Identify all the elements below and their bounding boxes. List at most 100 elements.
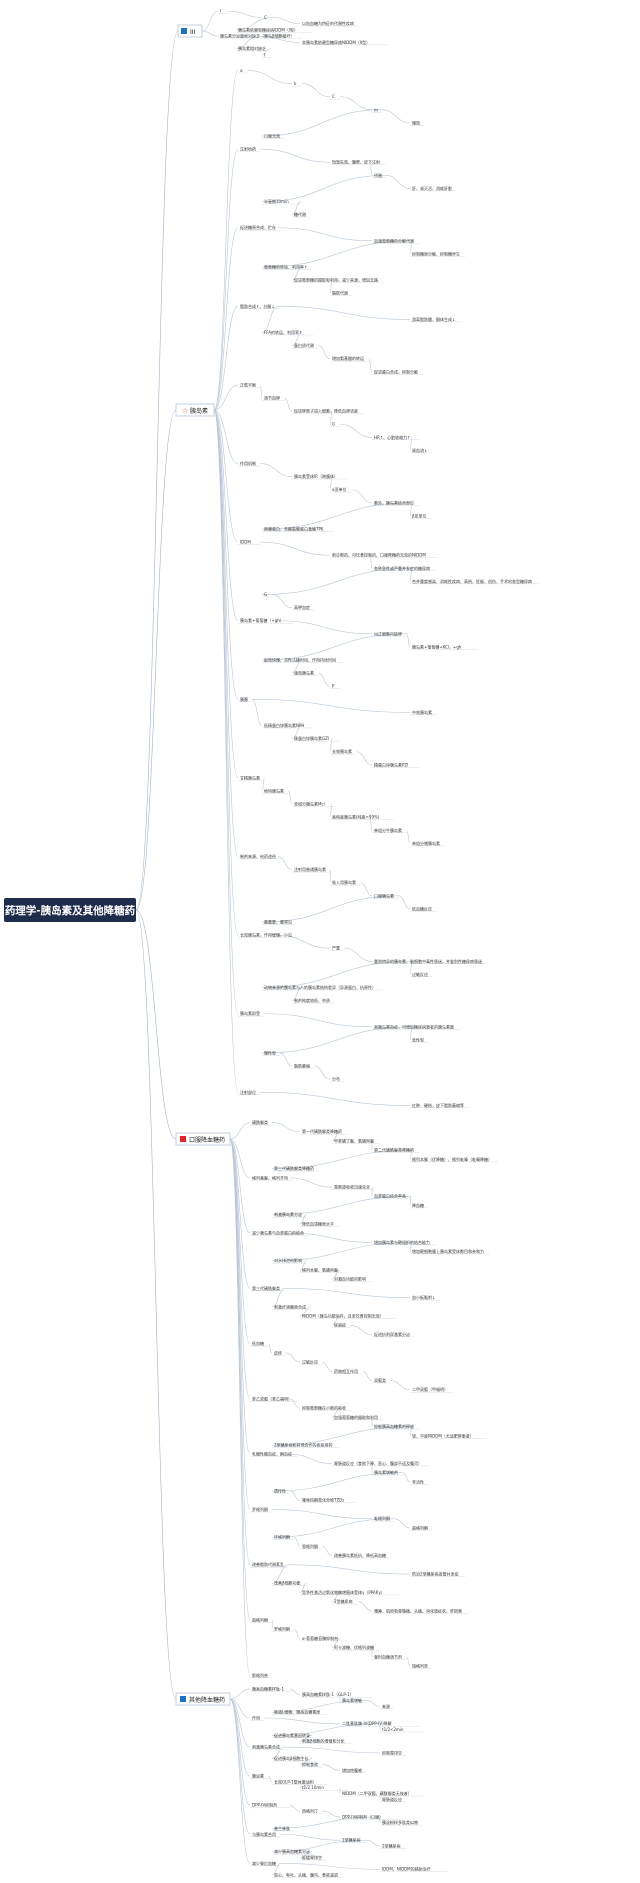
node-b3-40[interactable]: 非活性	[412, 1478, 424, 1484]
node-b3-55[interactable]: 曲格列酮	[252, 1617, 268, 1623]
node-b2-36[interactable]: 跨膜蛋白，含酪氨酸蛋白激酶TPK	[264, 525, 324, 531]
node-b4-3[interactable]: 胰岛素增敏	[342, 1697, 362, 1703]
node-b2-71[interactable]: 动物来源的胰岛素与人的胰岛素结构差异（异源蛋白、抗原性）	[264, 984, 376, 990]
node-b3-56[interactable]: 罗格列酮	[274, 1626, 290, 1632]
node-b2-19[interactable]: 脂肪合成↑、分解↓	[240, 303, 275, 309]
node-b4-29[interactable]: 减少胰高血糖素分泌	[274, 1848, 310, 1854]
node-b2-61[interactable]: 制剂来源、给药途径	[240, 853, 276, 859]
branch-1[interactable]: III	[177, 24, 203, 38]
node-b2-40[interactable]: 合并重度感染、消耗性疾病、高热、妊娠、创伤、手术的各型糖尿病	[412, 578, 532, 584]
node-b4-9[interactable]: 促进胰岛素基因转录	[274, 1732, 310, 1738]
node-b4-12[interactable]: 抑制胃排空	[382, 1749, 402, 1755]
node-b4-14[interactable]: 抑制食欲	[302, 1761, 318, 1767]
node-b3-48[interactable]: 改善胰岛素抵抗、降低高血糖	[334, 1552, 386, 1558]
node-b4-28[interactable]: 2型糖尿病	[382, 1842, 401, 1848]
node-b2-41[interactable]: G	[264, 592, 267, 597]
node-b2-73[interactable]: 胰岛素耐受	[240, 1010, 260, 1016]
node-b4-1[interactable]: 胰高血糖素样肽-1	[252, 1685, 284, 1691]
node-b4-17[interactable]: 长效GLP-1受体激动剂	[274, 1778, 314, 1784]
node-b2-23[interactable]: 增加氨基酸的转运	[332, 355, 364, 361]
node-b3-38[interactable]: 胃肠道反应（食欲下降、恶心、腹部不适及腹泻）	[334, 1460, 422, 1466]
node-b2-3[interactable]: C	[332, 94, 335, 99]
node-b3-2[interactable]: 第一代磺酰脲类降糖药	[302, 1128, 342, 1134]
node-b2-49[interactable]: 胰腺	[240, 696, 248, 702]
node-b2-37[interactable]: IDDM	[240, 540, 251, 545]
node-b1-7[interactable]: 胰岛素相对缺乏	[238, 45, 266, 51]
node-b2-59[interactable]: 单组分牛胰岛素	[374, 827, 402, 833]
node-b3-17[interactable]: 格列本脲、氯磺丙脲	[302, 1266, 338, 1272]
node-b3-27[interactable]: 过敏反应	[302, 1359, 318, 1365]
node-b3-41[interactable]: 遗传性	[274, 1488, 286, 1494]
node-b2-32[interactable]: 胰岛素受体IR（跨膜体）	[294, 473, 338, 479]
node-b2-50[interactable]: 中效胰岛素	[412, 709, 432, 715]
node-b2-4[interactable]: m	[374, 107, 378, 112]
node-b1-6[interactable]: 非胰岛素依赖型糖尿病NIDDM（II型）	[302, 39, 370, 45]
node-b2-38[interactable]: 新诊断的、可饮食控制的、口服降糖药无效的NIDDM	[332, 552, 426, 558]
node-b3-18[interactable]: 对凝血功能的影响	[334, 1276, 366, 1282]
node-b2-46[interactable]: 起效快慢、活性达峰时间、作用持续时间	[264, 656, 336, 662]
node-b2-12[interactable]: 糖代谢	[294, 211, 306, 217]
node-b2-2[interactable]: k	[294, 81, 297, 86]
node-b3-42[interactable]: 噻唑烷酮类化合物TZDs	[302, 1497, 344, 1503]
node-b2-56[interactable]: 地特胰岛素	[264, 787, 284, 793]
node-b2-10[interactable]: 肝、肾灭活、消耗肝脏	[412, 185, 452, 191]
node-b2-53[interactable]: 长效胰岛素	[332, 748, 352, 754]
node-b3-34[interactable]: 抑制胰高血糖素的释放	[374, 1423, 414, 1429]
node-b3-7[interactable]: 格列美脲、格列齐特	[252, 1174, 288, 1180]
node-b2-20[interactable]: 游离脂肪酸、酮体生成↓	[412, 316, 455, 322]
node-b2-22[interactable]: 蛋白质代谢	[294, 342, 314, 348]
node-b2-14[interactable]: 加速葡萄糖的分解代谢	[374, 237, 414, 243]
node-b4-33[interactable]: 恶心、呕吐、头痛、腹泻、食欲减退	[274, 1871, 338, 1877]
node-b3-53[interactable]: 2型糖尿病	[334, 1598, 353, 1604]
node-b2-47[interactable]: 速效胰岛素	[294, 670, 314, 676]
node-b2-29[interactable]: HR↑、心脏收缩力↑	[374, 434, 411, 440]
node-b2-11[interactable]: 半衰期10min	[264, 198, 289, 204]
node-b3-57[interactable]: α-葡萄糖苷酶抑制剂	[302, 1635, 338, 1641]
node-b4-8[interactable]: t1/2<2min	[382, 1727, 404, 1732]
node-b4-19[interactable]: NIDDM（二甲双胍、磺酰脲类无效者）	[342, 1790, 412, 1796]
node-b2-25[interactable]: 正氮平衡	[240, 381, 256, 387]
node-b2-80[interactable]: 红肿、硬结，皮下脂肪萎缩等	[412, 1102, 464, 1108]
branch-2[interactable]: ☆ 胰岛素	[175, 403, 215, 417]
node-b2-58[interactable]: 高纯度胰岛素(纯度>99%)	[332, 814, 380, 820]
node-b3-6[interactable]: 第三代磺酰脲类降糖药	[274, 1165, 314, 1171]
node-b4-22[interactable]: 西格列汀	[302, 1807, 318, 1813]
node-b2-33[interactable]: α亚单位	[332, 486, 347, 492]
node-b3-13[interactable]: 减少胰岛素与血浆蛋白的结合	[252, 1230, 304, 1236]
node-b4-10[interactable]: 刺激β细胞的增殖和分化	[302, 1738, 345, 1744]
node-b3-35[interactable]: 轻、中度NIDDM（尤适肥胖患者）	[412, 1432, 474, 1438]
node-b3-31[interactable]: 苯乙双胍（苯乙福明）	[252, 1395, 292, 1401]
branch-4[interactable]: 其他降血糖药	[175, 1692, 231, 1706]
node-b2-54[interactable]: 精蛋白锌胰岛素PZI	[374, 761, 408, 767]
node-b4-20[interactable]: 胃肠道反应	[382, 1796, 402, 1802]
node-b2-69[interactable]: 重则特异的胰岛素、脑细胞中毒性昏迷，并鉴别性糖尿病昏迷	[374, 958, 482, 964]
node-b2-67[interactable]: 长效胰岛素，作用缓慢，少见	[240, 932, 292, 938]
node-b4-23[interactable]: DPP-IV抑制剂（口服）	[342, 1813, 383, 1819]
node-b1-5[interactable]: 胰岛素分泌量绝对缺乏（胰岛β细胞破坏）	[220, 33, 295, 39]
node-b3-5[interactable]: 格列本脲（优降糖）、格列吡嗪（吡嗪降糖）	[412, 1156, 492, 1162]
node-b2-24[interactable]: 促进蛋白合成，抑制分解	[374, 368, 418, 374]
node-b2-9[interactable]: 代谢	[374, 172, 382, 178]
node-b2-13[interactable]: 促进糖原合成、贮存	[240, 224, 276, 230]
node-b4-21[interactable]: DPP-IV抑制剂	[252, 1802, 277, 1808]
node-b3-46[interactable]: 环格列酮	[274, 1534, 290, 1540]
node-b2-15[interactable]: 抑制糖原分解、抑制糖异生	[412, 250, 460, 256]
node-b3-21[interactable]: 刺激纤溶酶原合成	[274, 1303, 306, 1309]
node-b2-30[interactable]: 肾血流↓	[412, 447, 427, 453]
node-b3-8[interactable]: 胃肠道吸收迅速完全	[334, 1183, 370, 1189]
node-b3-14[interactable]: 增加胰岛素与靶组织的结合能力	[374, 1239, 430, 1245]
node-b3-3[interactable]: 甲苯磺丁脲、氯磺丙脲	[334, 1137, 374, 1143]
node-b2-51[interactable]: 低精蛋白锌胰岛素NPH	[264, 722, 304, 728]
node-b2-44[interactable]: 纠正细胞内缺钾	[374, 630, 402, 636]
node-b2-52[interactable]: 珠蛋白锌胰岛素GZI	[294, 735, 329, 741]
node-b1-3[interactable]: 以血血糖为特征的代谢性疾病	[302, 20, 354, 26]
node-b2-77[interactable]: 脂肪萎缩	[294, 1063, 310, 1069]
node-b4-26[interactable]: 与胰岛素合用	[252, 1831, 276, 1837]
node-b3-23[interactable]: 尿崩症	[334, 1322, 346, 1328]
node-b4-11[interactable]: 刺激胰岛素合成	[252, 1743, 280, 1749]
node-b3-37[interactable]: 乳酸性酸血症、酮血症	[252, 1451, 292, 1457]
node-b2-35[interactable]: β亚单位	[412, 512, 427, 518]
node-b4-4[interactable]: 来源	[382, 1703, 390, 1709]
node-b2-39[interactable]: 各种急性或严重并发症的糖尿病	[374, 565, 430, 571]
node-b3-32[interactable]: 抑制葡萄糖在小肠的吸收	[302, 1405, 346, 1411]
